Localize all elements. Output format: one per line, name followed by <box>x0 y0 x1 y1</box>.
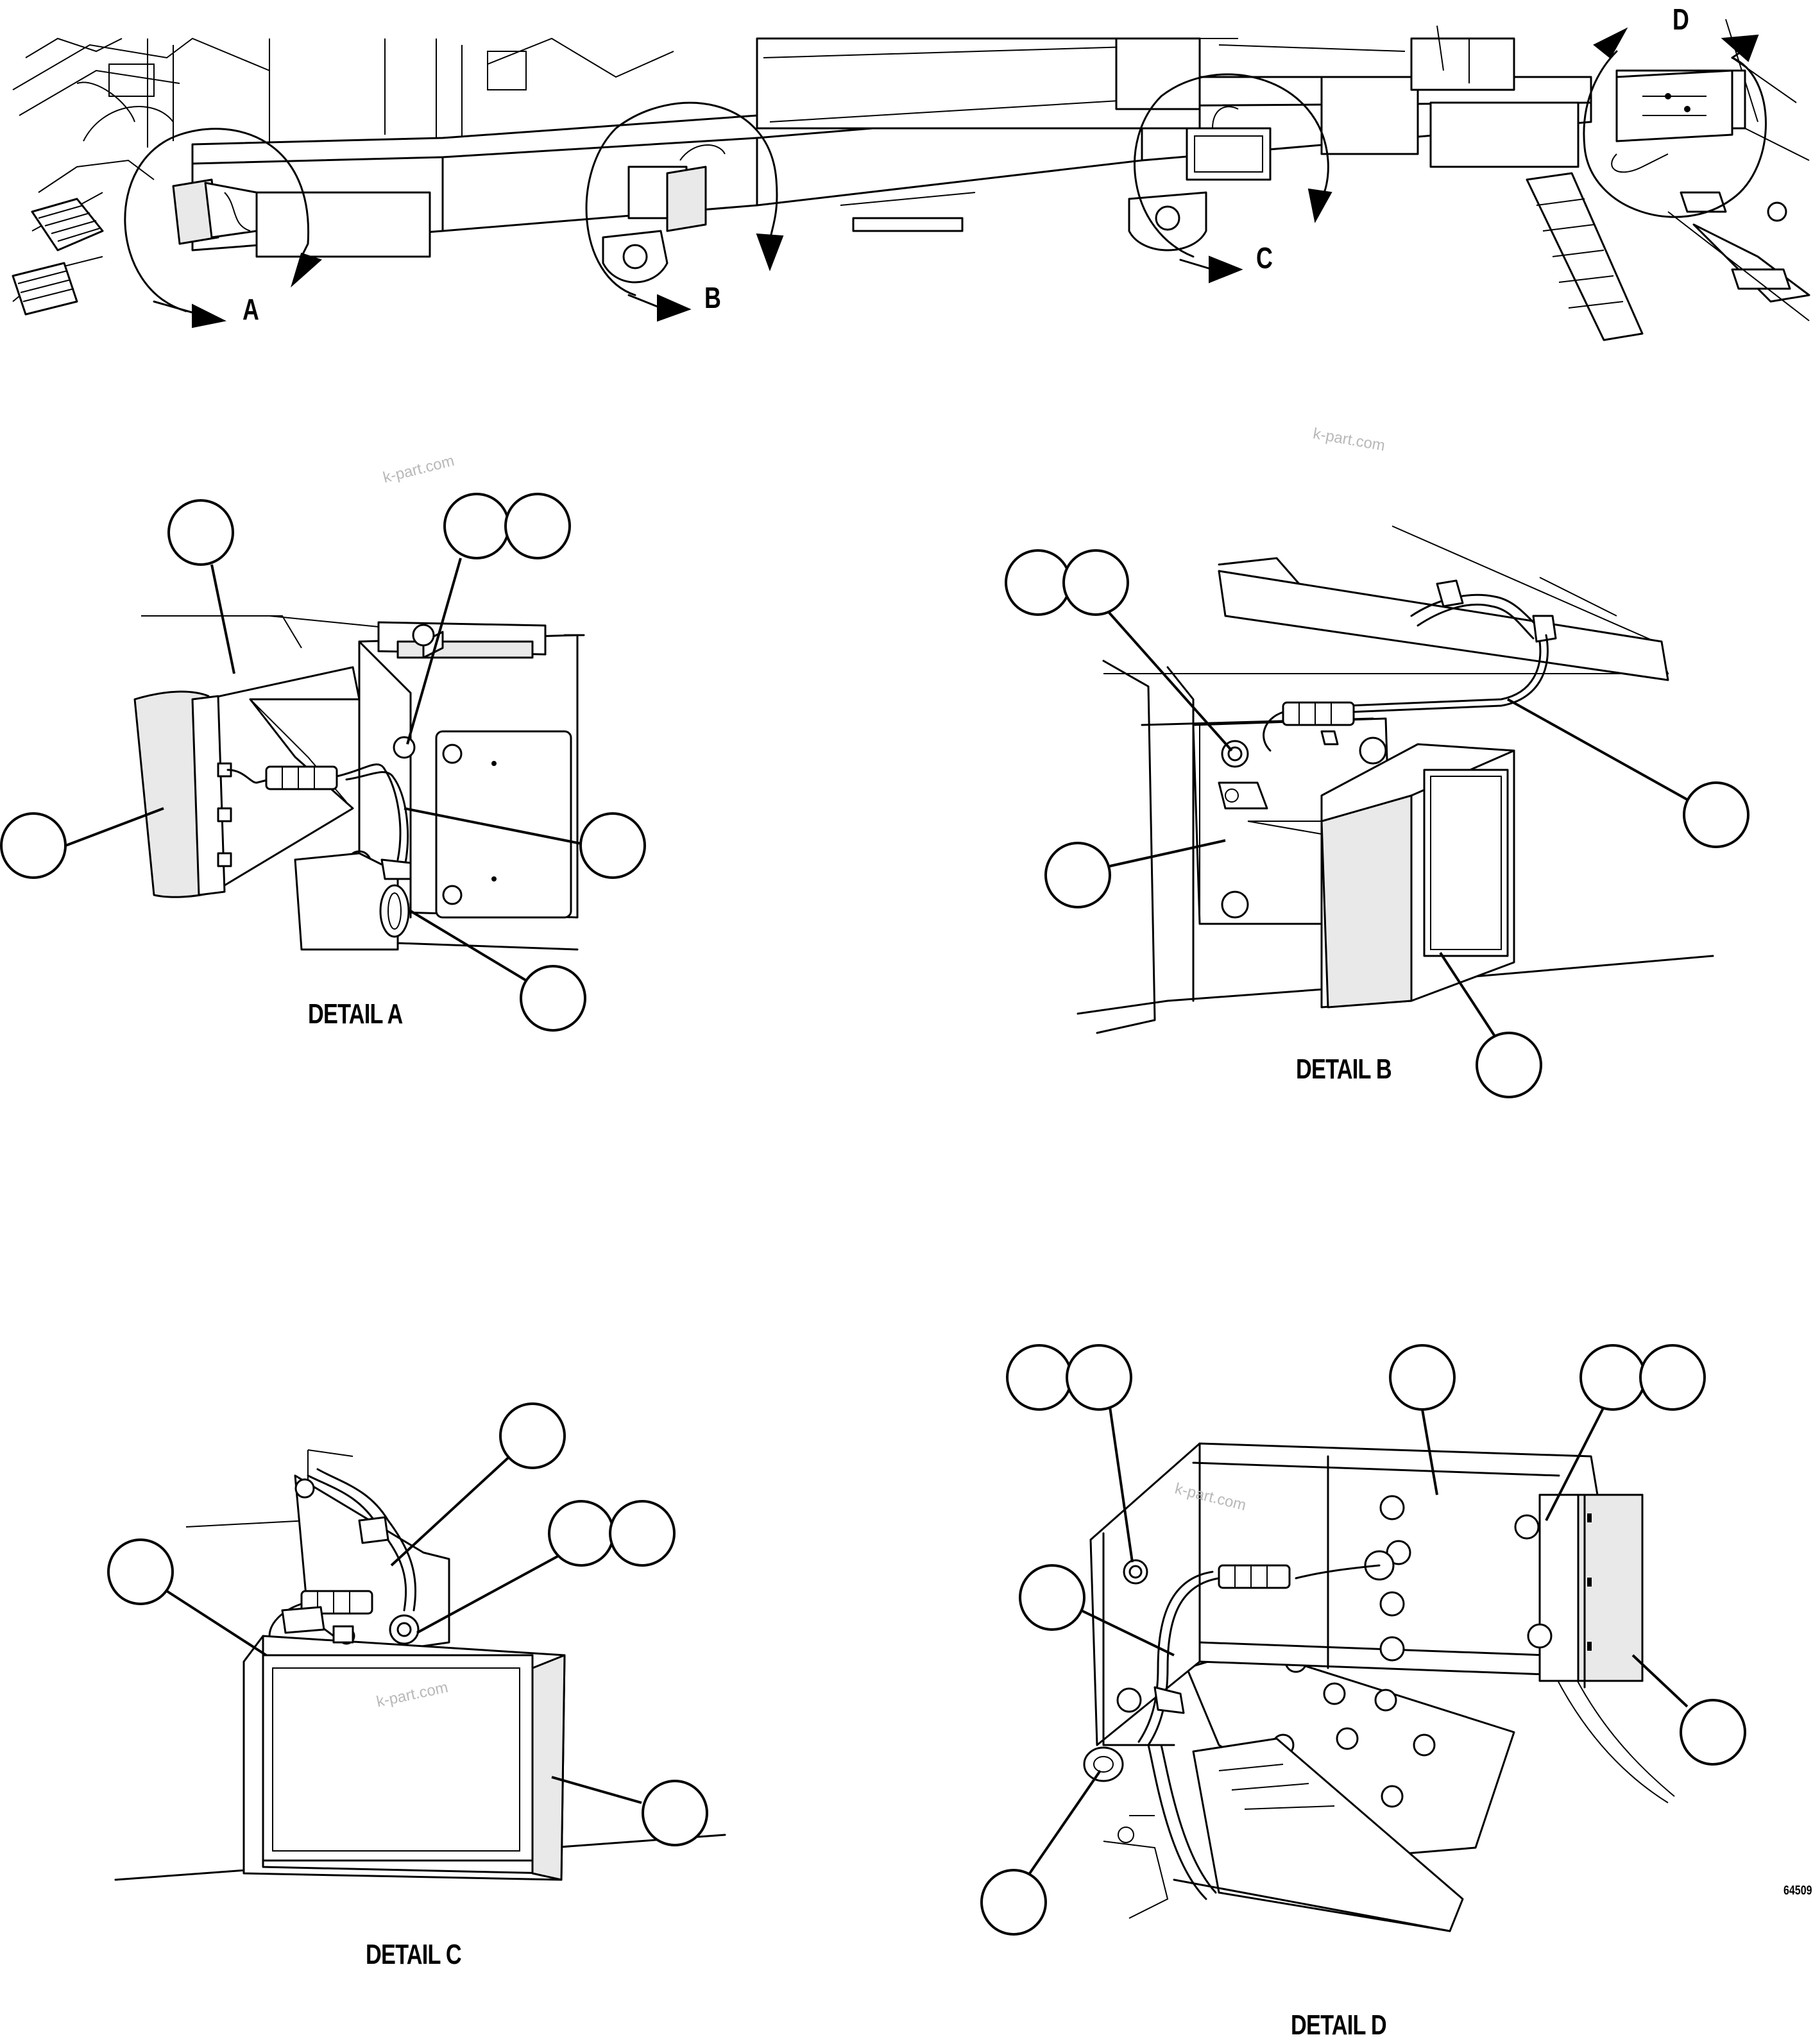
callout-bubble <box>1389 1344 1456 1411</box>
callout-bubble <box>642 1780 708 1846</box>
arrow-head-a1-icon <box>291 252 322 288</box>
callout-bubble <box>1062 549 1129 616</box>
figure-number: 64509 <box>1783 1884 1812 1898</box>
detail-b-caption: DETAIL B <box>1296 1053 1392 1085</box>
callout-bubble <box>980 1869 1047 1936</box>
detail-c-caption: DETAIL C <box>366 1939 462 1970</box>
detail-a-illustration <box>133 615 585 951</box>
callout-bubble <box>1005 549 1071 616</box>
callout-bubble <box>167 499 234 566</box>
callout-bubble <box>609 1500 676 1567</box>
detail-c-callouts <box>107 1402 708 1846</box>
detail-a-callouts <box>0 493 646 1032</box>
view-label-a: A <box>243 293 259 326</box>
view-circle-b <box>585 101 784 322</box>
callout-bubble <box>548 1500 615 1567</box>
arrow-head-a2-icon <box>192 303 227 328</box>
callout-bubble <box>0 812 67 879</box>
step-grating-left <box>12 198 104 316</box>
view-circle-a <box>124 128 322 328</box>
overview-right-structure <box>1436 19 1810 341</box>
callout-bubble <box>1683 781 1749 848</box>
detail-b-callouts <box>1005 549 1749 1098</box>
overview-illustration <box>12 19 1810 341</box>
view-circle-d <box>1583 27 1767 218</box>
callout-bubble <box>443 493 510 559</box>
callout-bubble <box>1476 1032 1542 1098</box>
arrow-head-d1-icon <box>1593 27 1628 59</box>
detail-b-illustration <box>1077 525 1714 1034</box>
overview-light-b <box>627 144 726 232</box>
callout-bubble <box>1639 1344 1706 1411</box>
callout-bubble <box>1066 1344 1132 1411</box>
overview-light-d <box>1611 69 1733 173</box>
callout-bubble <box>1019 1564 1085 1631</box>
overview-light-a <box>172 178 258 245</box>
callout-bubble <box>1680 1699 1746 1766</box>
detail-a-caption: DETAIL A <box>308 998 403 1030</box>
detail-d-illustration <box>1083 1442 1675 1932</box>
callout-bubble <box>499 1402 566 1469</box>
view-label-b: B <box>704 281 721 314</box>
arrow-head-b1-icon <box>756 233 784 271</box>
arrow-head-c2-icon <box>1209 255 1243 284</box>
arrow-head-d2-icon <box>1721 34 1759 62</box>
callout-bubble <box>1579 1344 1646 1411</box>
overview-left-structure <box>12 37 674 316</box>
view-label-d: D <box>1673 3 1689 36</box>
callout-bubble <box>579 812 646 879</box>
callout-bubble <box>520 965 586 1032</box>
detail-c-illustration <box>114 1449 726 1881</box>
view-label-c: C <box>1256 241 1273 275</box>
view-circle-c <box>1134 73 1332 284</box>
detail-d-callouts <box>980 1344 1746 1936</box>
overview-light-c <box>1186 106 1272 181</box>
arrow-head-c1-icon <box>1307 188 1332 223</box>
callout-bubble <box>107 1538 174 1605</box>
callout-bubble <box>1006 1344 1073 1411</box>
callout-bubble <box>504 493 571 559</box>
main-beam <box>191 37 1592 284</box>
arrow-head-b2-icon <box>657 294 692 322</box>
detail-d-caption: DETAIL D <box>1291 2009 1387 2041</box>
callout-bubble <box>1044 842 1111 908</box>
